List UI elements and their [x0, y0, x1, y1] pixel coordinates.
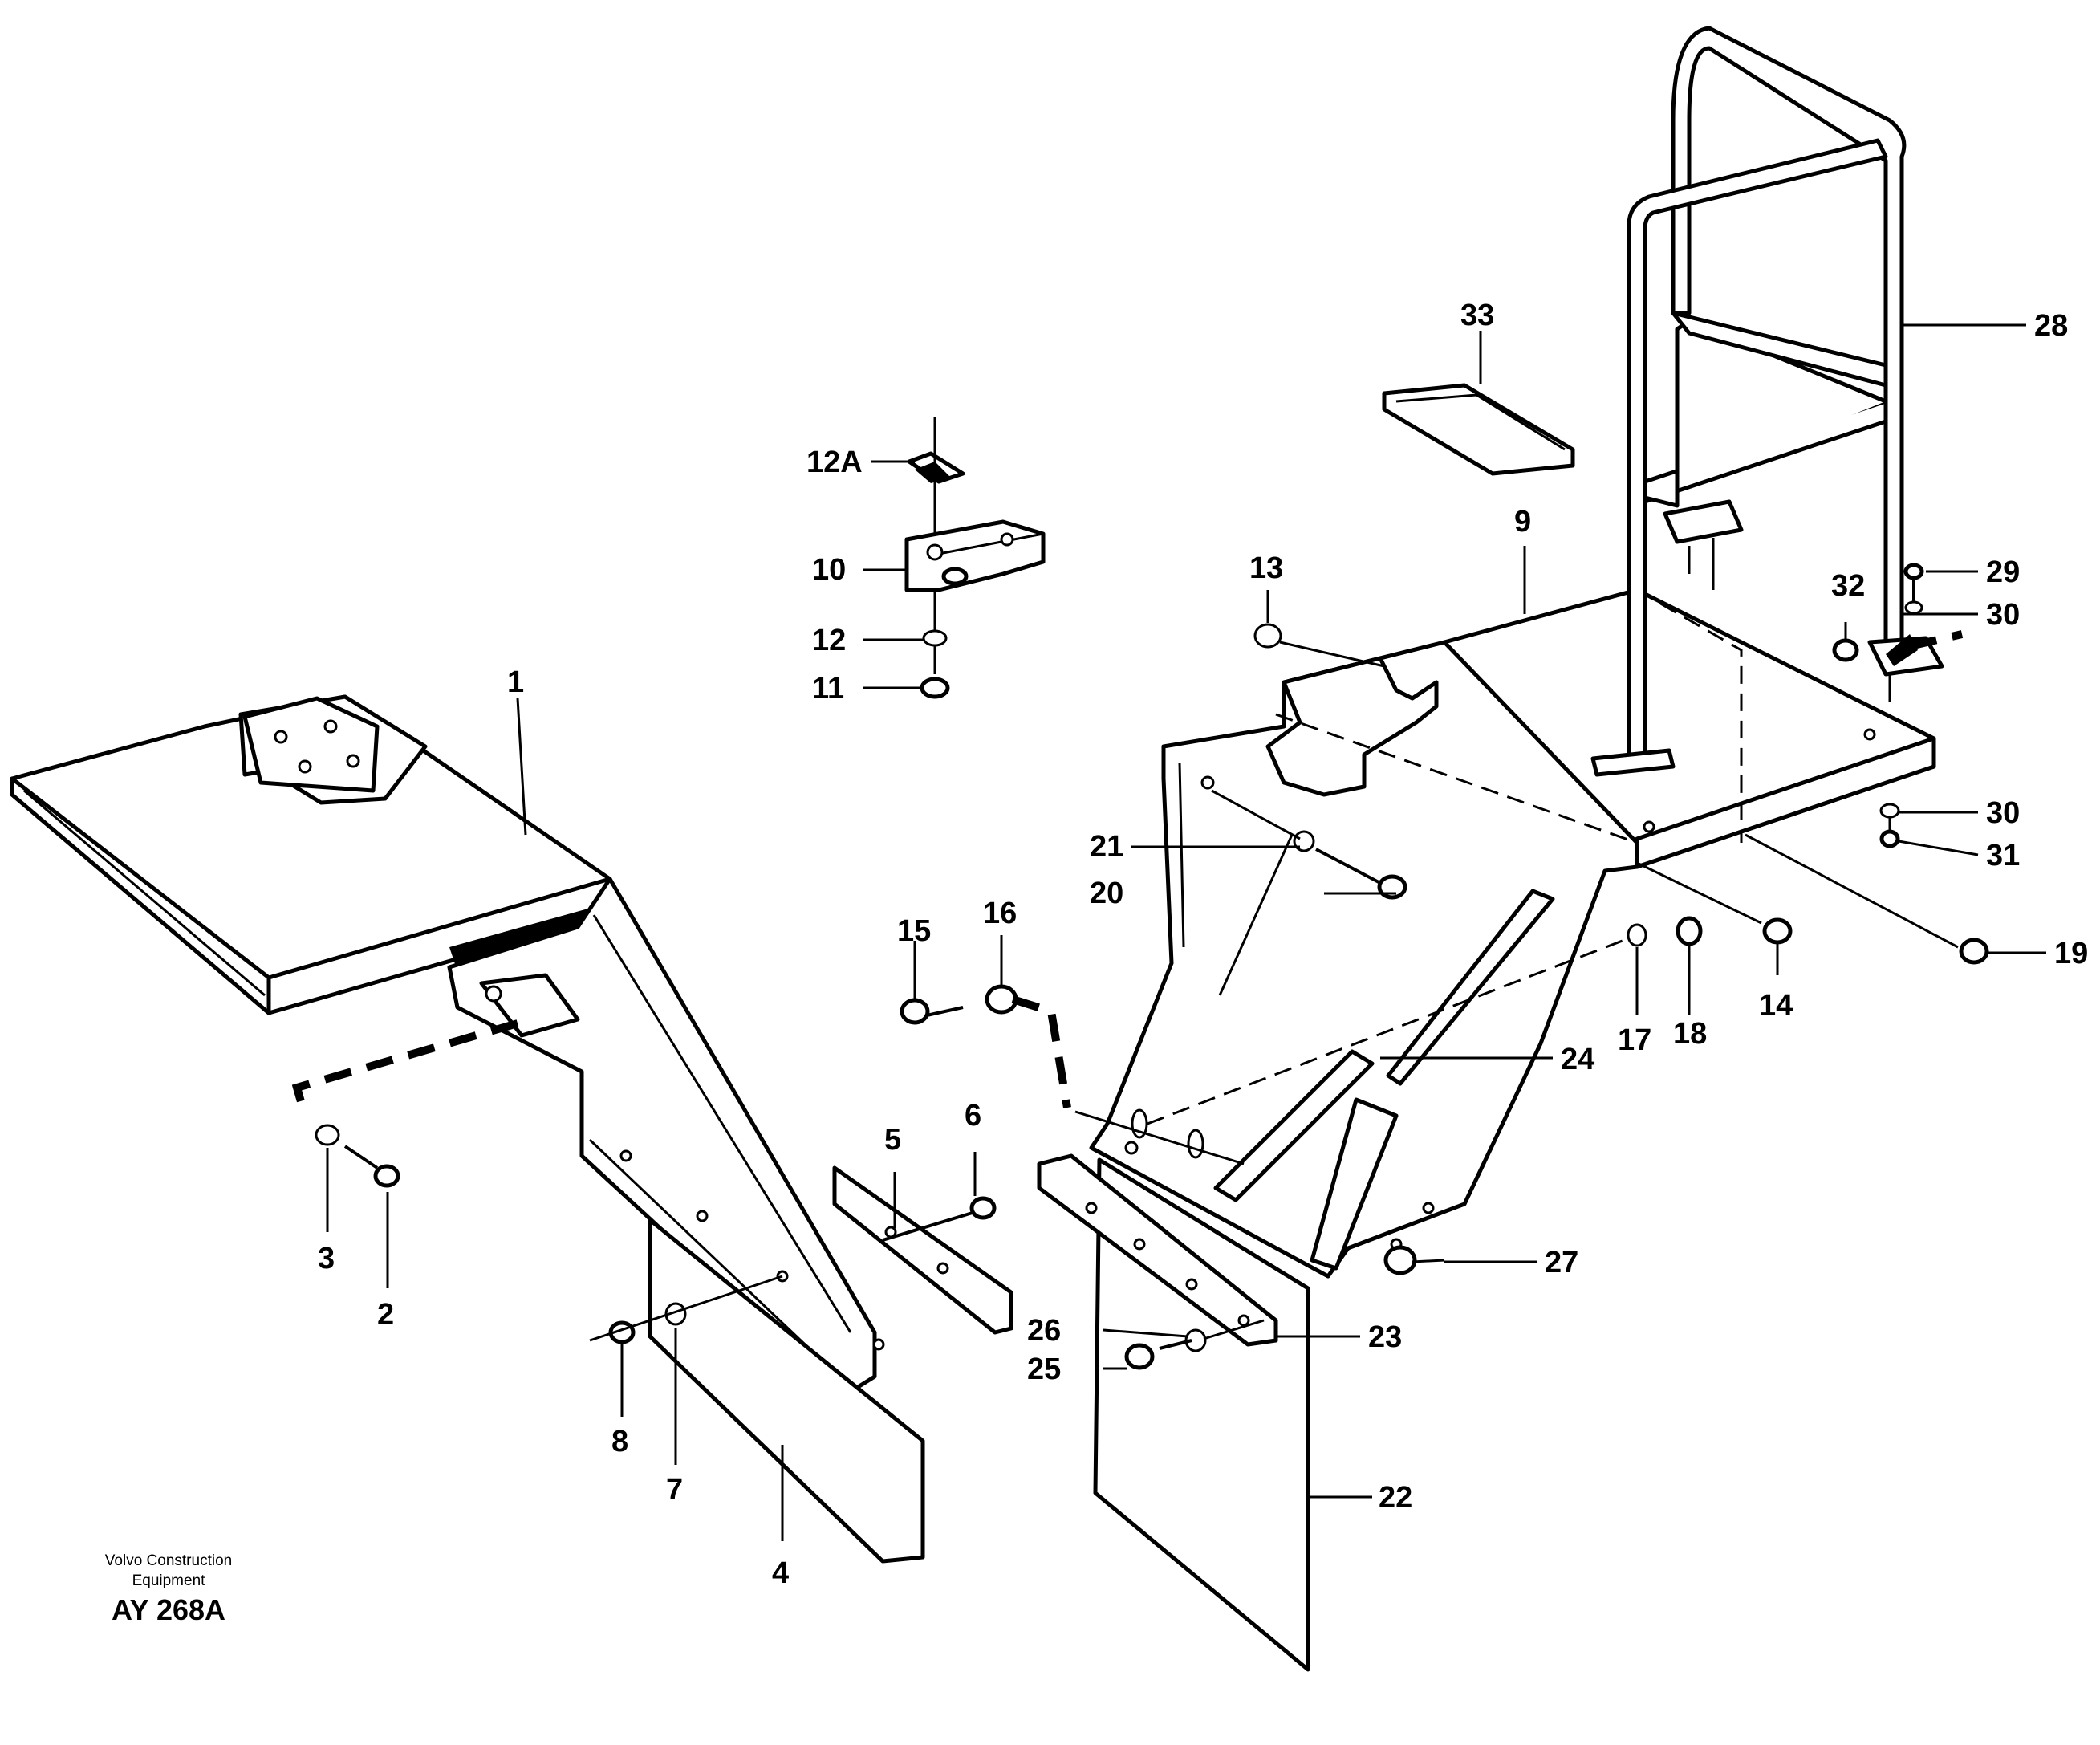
support-rod [1386, 889, 1555, 1086]
left-clamp-strip [832, 1165, 1013, 1335]
callout-24: 24 [1561, 1043, 1594, 1076]
callout-31: 31 [1986, 839, 2020, 872]
callout-8: 8 [611, 1425, 628, 1458]
left-mud-flap [648, 1218, 925, 1564]
upper-bracket-assembly [904, 417, 1046, 699]
callout-33: 33 [1460, 299, 1494, 332]
callout-1: 1 [507, 665, 524, 699]
callout-11: 11 [812, 672, 844, 706]
callout-15: 15 [897, 914, 931, 948]
callout-17: 17 [1618, 1023, 1651, 1057]
credit-block: Volvo Construction Equipment AY 268A [105, 1552, 232, 1626]
callout-5: 5 [884, 1123, 901, 1157]
callout-14: 14 [1759, 989, 1793, 1023]
callout-3: 3 [318, 1242, 335, 1275]
callout-12: 12 [812, 624, 846, 657]
callout-32: 32 [1831, 569, 1865, 603]
callout-4: 4 [772, 1556, 789, 1590]
callout-25: 25 [1027, 1352, 1061, 1386]
callout-30-lower: 30 [1986, 796, 2020, 830]
diagonal-strip-24b [1310, 1097, 1399, 1271]
callout-10: 10 [812, 553, 846, 587]
right-clamp-strip [1037, 1153, 1278, 1347]
callout-2: 2 [377, 1298, 394, 1332]
callout-7: 7 [666, 1473, 683, 1507]
callout-21: 21 [1090, 830, 1123, 864]
callout-numbers: 1 2 3 4 5 6 7 8 9 10 11 12 12A 13 14 15 … [318, 299, 2088, 1590]
callout-26: 26 [1027, 1314, 1061, 1348]
callout-12a: 12A [806, 445, 863, 479]
callout-leaders [326, 323, 2046, 1541]
callout-20: 20 [1090, 877, 1123, 910]
callout-13: 13 [1249, 551, 1283, 585]
callout-9: 9 [1514, 505, 1531, 539]
diagonal-strip-24 [1213, 1049, 1375, 1202]
left-fasteners [315, 1124, 997, 1344]
callout-29: 29 [1986, 555, 2020, 589]
left-fender [10, 694, 885, 1399]
callout-23: 23 [1368, 1320, 1402, 1354]
publisher-line-2: Equipment [132, 1572, 206, 1589]
right-mud-flap [1093, 1157, 1310, 1672]
callout-27: 27 [1545, 1246, 1578, 1279]
callout-16: 16 [983, 897, 1017, 930]
handrail [1590, 26, 1964, 848]
publisher-line-1: Volvo Construction [105, 1552, 232, 1569]
document-code: AY 268A [112, 1593, 225, 1626]
callout-6: 6 [965, 1099, 981, 1133]
anti-slip-step-plate [1382, 383, 1575, 476]
callout-19: 19 [2054, 937, 2088, 970]
callout-18: 18 [1673, 1017, 1707, 1051]
callout-30-upper: 30 [1986, 598, 2020, 632]
callout-22: 22 [1379, 1481, 1412, 1515]
callout-28: 28 [2034, 309, 2068, 343]
left-assembly-path [291, 1019, 519, 1117]
